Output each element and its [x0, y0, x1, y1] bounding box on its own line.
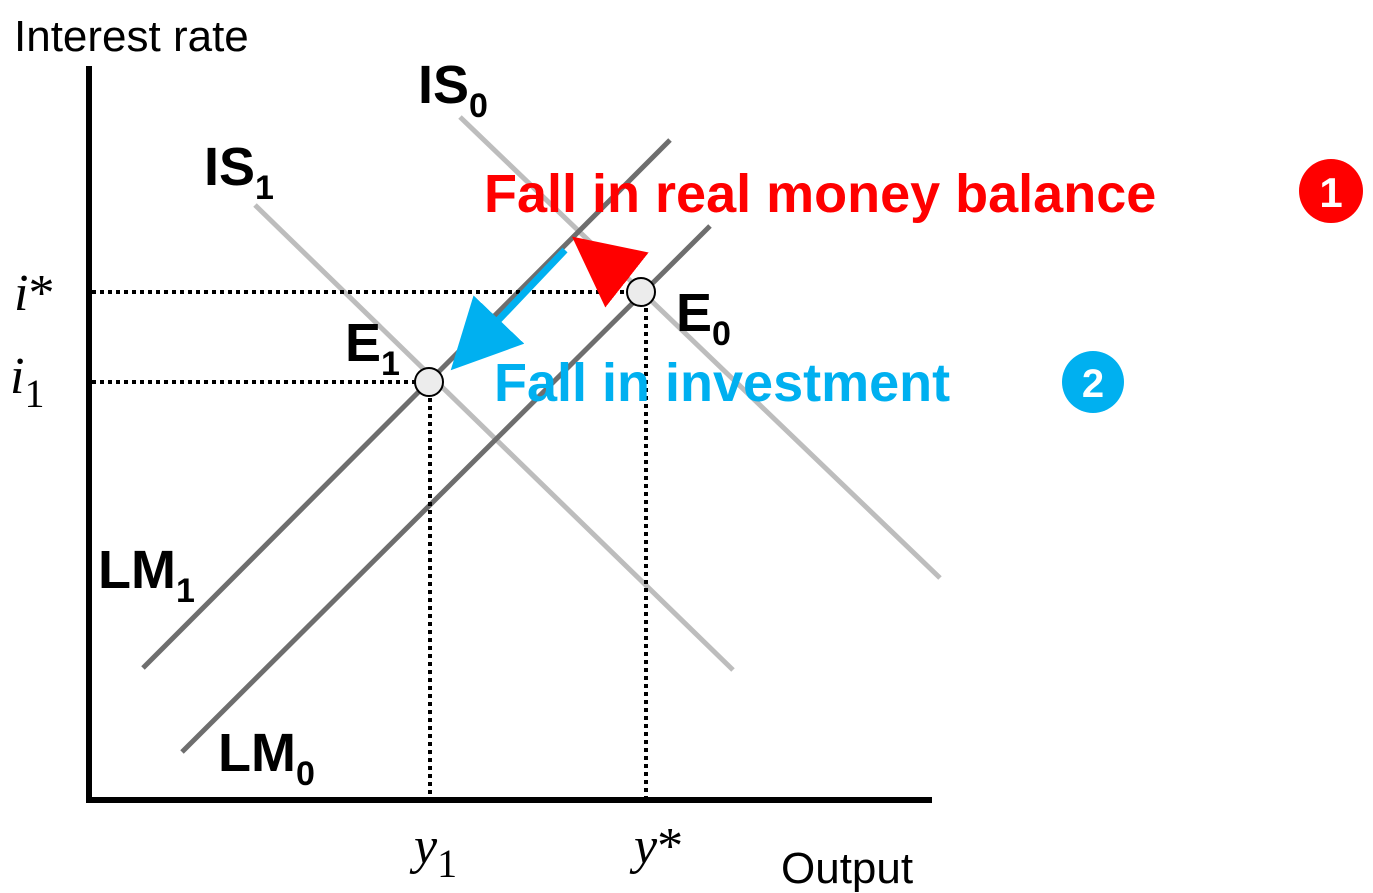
lm1-curve	[141, 138, 672, 670]
i-star-label: i*	[14, 265, 54, 322]
e1-label: E1	[345, 313, 400, 383]
money-balance-arrow	[572, 236, 649, 308]
is0-label: IS0	[418, 55, 488, 125]
step1-badge	[1299, 159, 1363, 223]
e1-point	[414, 367, 444, 397]
investment-arrow	[450, 247, 568, 371]
step1-text: Fall in real money balance	[484, 164, 1156, 224]
is1-curve	[253, 203, 735, 672]
e0-point	[626, 277, 656, 307]
y-axis-label: Interest rate	[14, 12, 249, 61]
step2-badge	[1062, 351, 1124, 413]
is1-label: IS1	[204, 137, 274, 207]
is0-curve	[458, 115, 942, 580]
x-axis-label: Output	[781, 844, 913, 893]
lm0-curve	[180, 224, 712, 754]
lm0-label: LM0	[218, 723, 315, 793]
step2-badge-number: 2	[1082, 362, 1104, 406]
step1-badge-number: 1	[1319, 169, 1342, 216]
e0-label: E0	[676, 283, 731, 353]
y-star-label: y*	[629, 818, 683, 875]
y1-label: y1	[409, 818, 457, 886]
lm1-label: LM1	[98, 540, 195, 610]
i1-label: i1	[10, 348, 44, 416]
step2-text: Fall in investment	[494, 353, 950, 413]
